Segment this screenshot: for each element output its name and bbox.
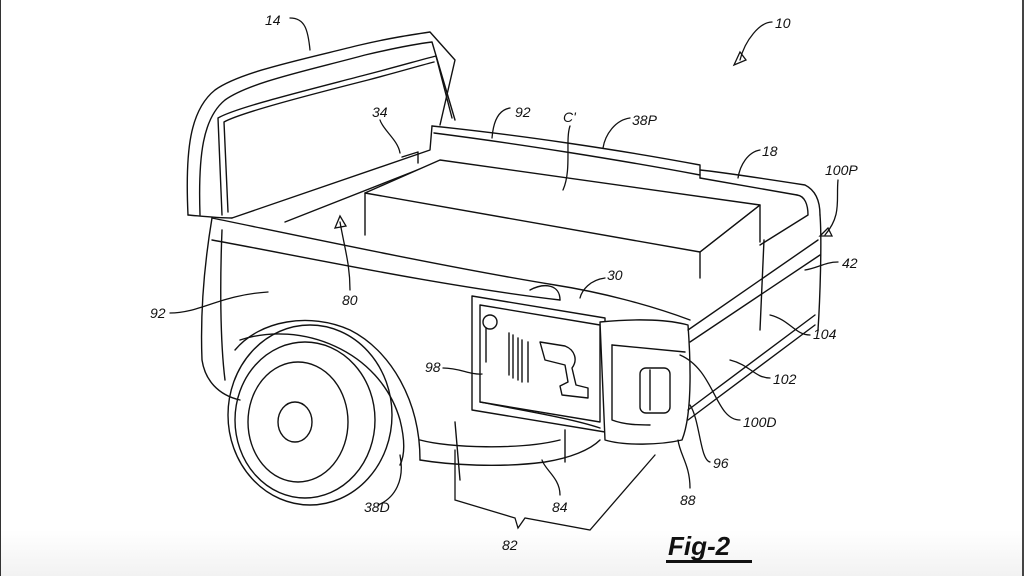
label-18: 18 [762, 143, 778, 159]
cab [186, 31, 456, 219]
bed-rails [431, 125, 822, 331]
sheet-right-edge [1022, 0, 1024, 576]
label-84: 84 [552, 499, 568, 515]
label-34: 34 [372, 104, 388, 120]
leader-lines [169, 17, 839, 531]
tool-compartment [471, 295, 606, 433]
label-14: 14 [265, 12, 281, 28]
label-30: 30 [607, 267, 623, 283]
wheel [227, 324, 405, 506]
rear-bumper [687, 239, 821, 421]
door-housing [599, 319, 691, 445]
label-100p: 100P [825, 162, 858, 178]
label-10: 10 [775, 15, 791, 31]
label-c-prime: C' [563, 109, 577, 125]
label-38d: 38D [364, 499, 390, 515]
bulkhead [231, 125, 433, 223]
sheet-left-edge [0, 0, 1, 576]
figure-title: Fig-2 [668, 531, 731, 561]
reference-labels: 14 10 34 92 C' 38P 18 100P 42 80 30 92 9… [150, 12, 858, 553]
label-82: 82 [502, 537, 518, 553]
figure-caption: Fig-2 [666, 531, 752, 563]
label-38p: 38P [632, 112, 658, 128]
label-100d: 100D [743, 414, 776, 430]
label-92-side: 92 [150, 305, 166, 321]
label-104: 104 [813, 326, 837, 342]
label-102: 102 [773, 371, 797, 387]
figure-title-underline [666, 560, 752, 563]
side-panel-driver [200, 217, 691, 481]
label-96: 96 [713, 455, 729, 471]
label-42: 42 [842, 255, 858, 271]
label-92-top: 92 [515, 104, 531, 120]
cargo-box [364, 159, 761, 279]
label-88: 88 [680, 492, 696, 508]
label-98: 98 [425, 359, 441, 375]
label-80: 80 [342, 292, 358, 308]
